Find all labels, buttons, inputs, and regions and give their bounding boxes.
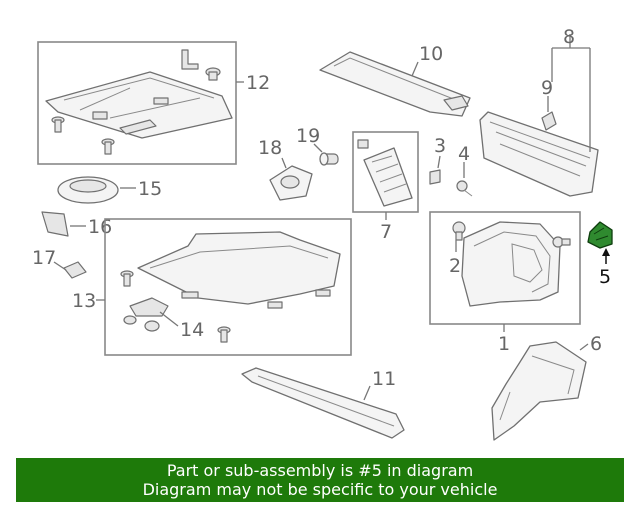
part-5-highlighted[interactable]: 5 bbox=[587, 221, 613, 288]
part-8: 8 bbox=[479, 26, 599, 197]
part-6-drawing bbox=[491, 341, 587, 441]
callout-7: 7 bbox=[380, 221, 392, 243]
callout-15: 15 bbox=[138, 178, 162, 200]
part-3: 3 bbox=[429, 135, 446, 185]
part-18: 18 bbox=[258, 137, 313, 201]
callout-17: 17 bbox=[32, 247, 56, 269]
part-10: 10 bbox=[319, 43, 471, 117]
part-17-drawing bbox=[63, 261, 87, 279]
callout-10: 10 bbox=[419, 43, 443, 65]
callout-14: 14 bbox=[180, 319, 204, 341]
clip-drawing bbox=[51, 116, 65, 133]
part-7-drawing bbox=[363, 147, 413, 207]
group-box-12 bbox=[37, 41, 237, 165]
clip-drawing bbox=[217, 326, 231, 343]
part-9-drawing bbox=[541, 111, 557, 131]
parts-diagram: 12 10 8 9 18 19 bbox=[32, 26, 613, 441]
banner-line-1: Part or sub-assembly is #5 in diagram bbox=[166, 461, 474, 480]
part-17: 17 bbox=[32, 247, 87, 279]
callout-12: 12 bbox=[246, 72, 270, 94]
callout-4: 4 bbox=[458, 143, 470, 165]
floor-board-drawing bbox=[137, 231, 341, 305]
group-13-floor-board: 14 13 bbox=[72, 218, 352, 356]
clip-drawing bbox=[120, 270, 134, 287]
part-11: 11 bbox=[241, 367, 405, 439]
part-5-drawing[interactable] bbox=[587, 221, 613, 249]
part-19: 19 bbox=[296, 125, 339, 166]
callout-13: 13 bbox=[72, 290, 96, 312]
part-3-drawing bbox=[429, 169, 441, 185]
part-8-drawing bbox=[479, 111, 599, 197]
callout-2: 2 bbox=[449, 255, 461, 277]
bracket-drawing bbox=[181, 49, 199, 70]
part-4: 4 bbox=[456, 143, 473, 197]
callout-19: 19 bbox=[296, 125, 320, 147]
part-16-drawing bbox=[41, 211, 69, 237]
callout-18: 18 bbox=[258, 137, 282, 159]
group-7: 7 bbox=[352, 131, 419, 243]
shelf-board-drawing bbox=[45, 71, 233, 139]
info-banner: Part or sub-assembly is #5 in diagram Di… bbox=[16, 458, 624, 502]
callout-1: 1 bbox=[498, 333, 510, 355]
group-box-1 bbox=[429, 211, 581, 325]
part-16: 16 bbox=[41, 211, 112, 238]
banner-line-2: Diagram may not be specific to your vehi… bbox=[142, 480, 498, 499]
group-box-13 bbox=[104, 218, 352, 356]
callout-9: 9 bbox=[541, 77, 553, 99]
callout-5: 5 bbox=[599, 266, 611, 288]
callout-8: 8 bbox=[563, 26, 575, 48]
part-14-drawing bbox=[129, 297, 169, 317]
part-4-drawing bbox=[456, 180, 468, 192]
clip-drawing bbox=[552, 236, 571, 248]
clip-drawing bbox=[205, 67, 221, 81]
clip-drawing bbox=[452, 221, 466, 241]
part-15: 15 bbox=[57, 176, 162, 204]
part-9: 9 bbox=[541, 77, 557, 131]
side-trim-drawing bbox=[461, 221, 561, 307]
callout-3: 3 bbox=[434, 135, 446, 157]
callout-6: 6 bbox=[590, 333, 602, 355]
part-6: 6 bbox=[491, 333, 602, 441]
group-1-side-trim: 2 1 bbox=[429, 211, 581, 355]
callout-11: 11 bbox=[372, 368, 396, 390]
callout-16: 16 bbox=[88, 216, 112, 238]
clip-drawing bbox=[101, 138, 115, 155]
group-12-tonneau-board: 12 bbox=[37, 41, 270, 165]
